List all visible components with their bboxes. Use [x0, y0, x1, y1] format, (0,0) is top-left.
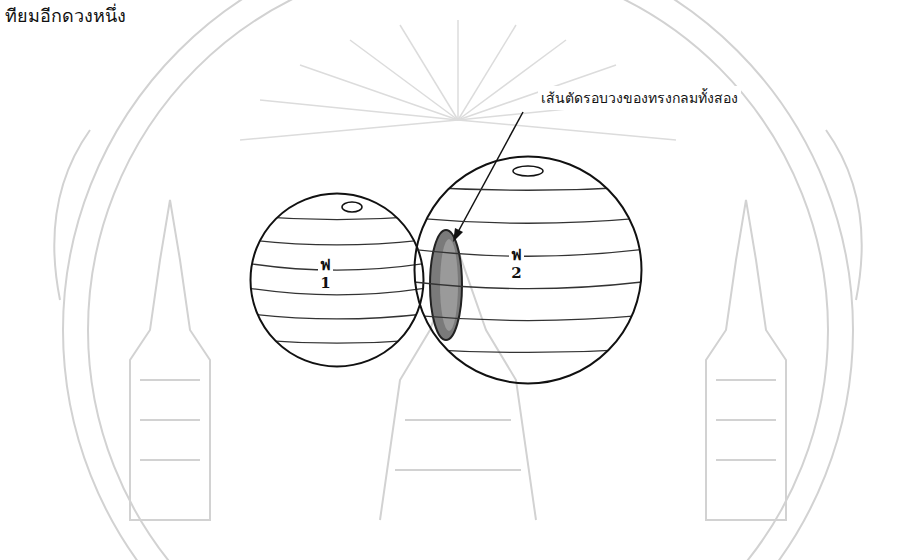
sphere-outline [413, 155, 643, 385]
watermark-seal [54, 0, 861, 560]
latitude-lines [249, 216, 425, 344]
pole-hole [513, 166, 543, 176]
latitude-lines [413, 186, 643, 352]
callout-label: เส้นตัดรอบวงของทรงกลมทั้งสอง [538, 86, 741, 110]
sphere-symbol: ฟ [509, 246, 524, 264]
pole-hole [342, 202, 362, 212]
sphere: ฟ1 [249, 192, 425, 368]
sphere-label-group: ฟ1 [318, 256, 333, 292]
sphere-number: 2 [509, 264, 523, 282]
sphere-edge [251, 194, 424, 367]
sphere-symbol: ฟ [318, 256, 333, 274]
sphere-label-group: ฟ2 [509, 246, 524, 282]
sphere-edge [415, 157, 642, 384]
sphere-number: 1 [318, 274, 332, 292]
page-text-fragment: ทียมอีกดวงหนึ่ง [2, 0, 129, 31]
sphere-outline [249, 192, 425, 368]
sphere: ฟ2 [413, 155, 643, 385]
